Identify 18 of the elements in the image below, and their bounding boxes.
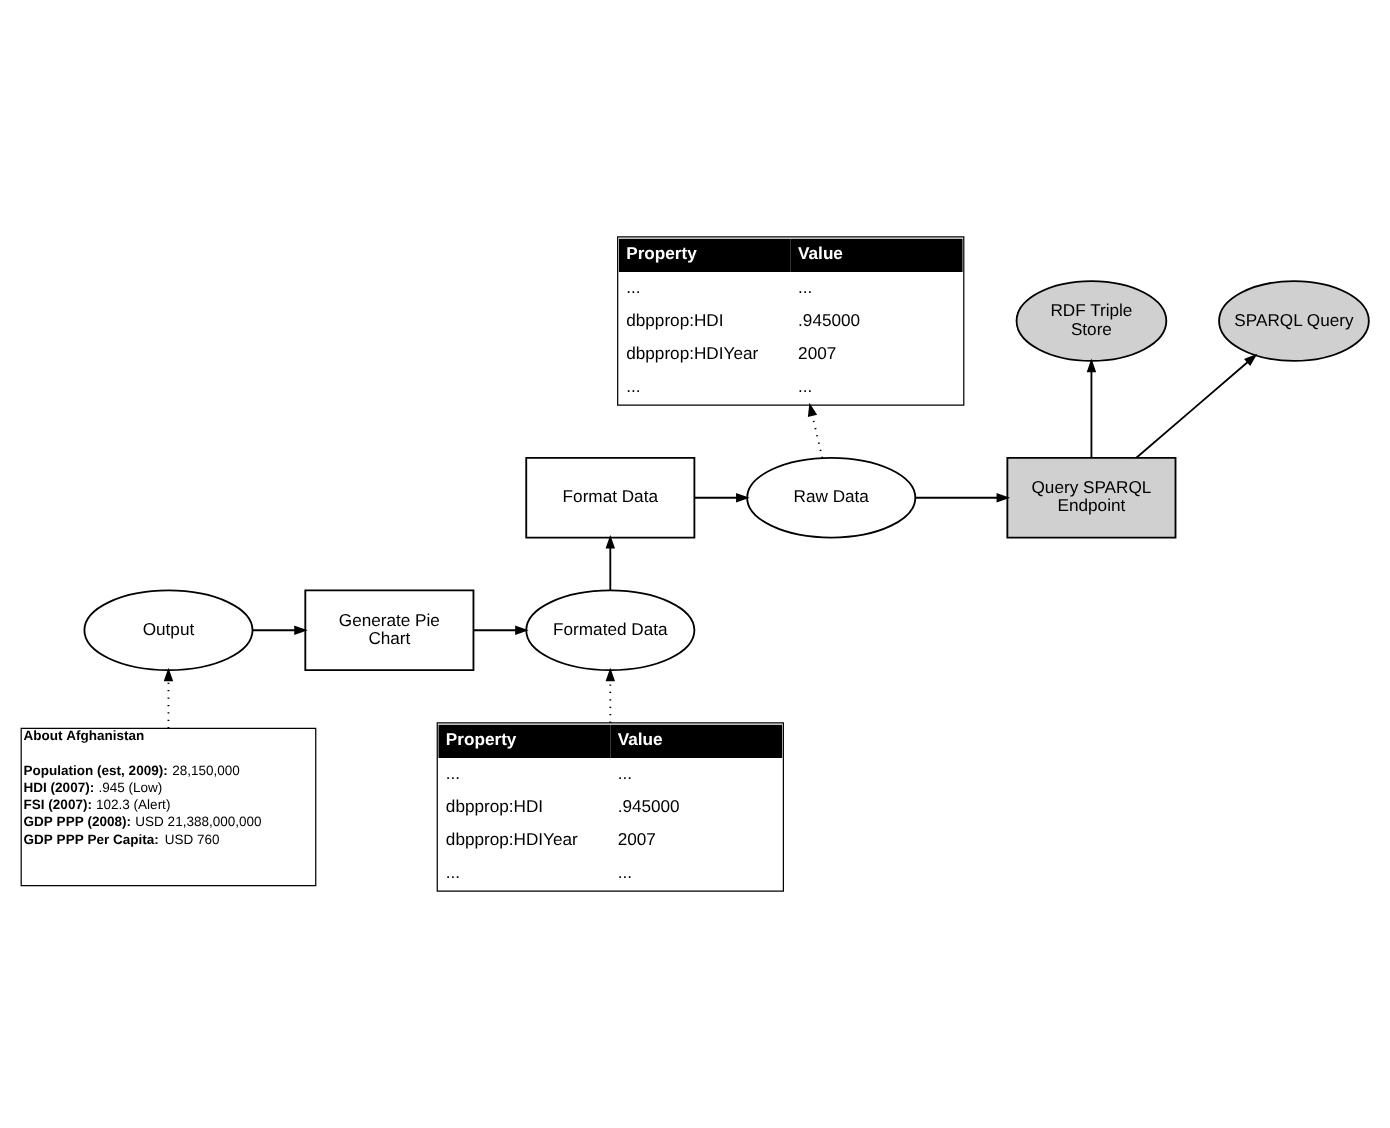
arrow [1086, 358, 1097, 459]
node-box: Generate Pie Chart [304, 589, 475, 672]
arrow [605, 667, 616, 724]
node-ellipse: SPARQL Query [1218, 280, 1370, 362]
arrow [914, 493, 1011, 503]
arrow [693, 493, 750, 503]
arrow [807, 402, 824, 459]
node-ellipse: RDF Triple Store [1015, 280, 1168, 362]
node-box: Format Data [525, 456, 696, 539]
node-ellipse: Formated Data [525, 589, 696, 672]
node-ellipse: Output [83, 589, 254, 672]
arrow [1135, 353, 1258, 459]
node-box: Query SPARQL Endpoint [1006, 456, 1177, 539]
arrow [472, 625, 529, 635]
arrow [251, 625, 308, 635]
arrow [605, 534, 616, 592]
arrow [163, 667, 174, 730]
node-ellipse: Raw Data [746, 456, 917, 539]
